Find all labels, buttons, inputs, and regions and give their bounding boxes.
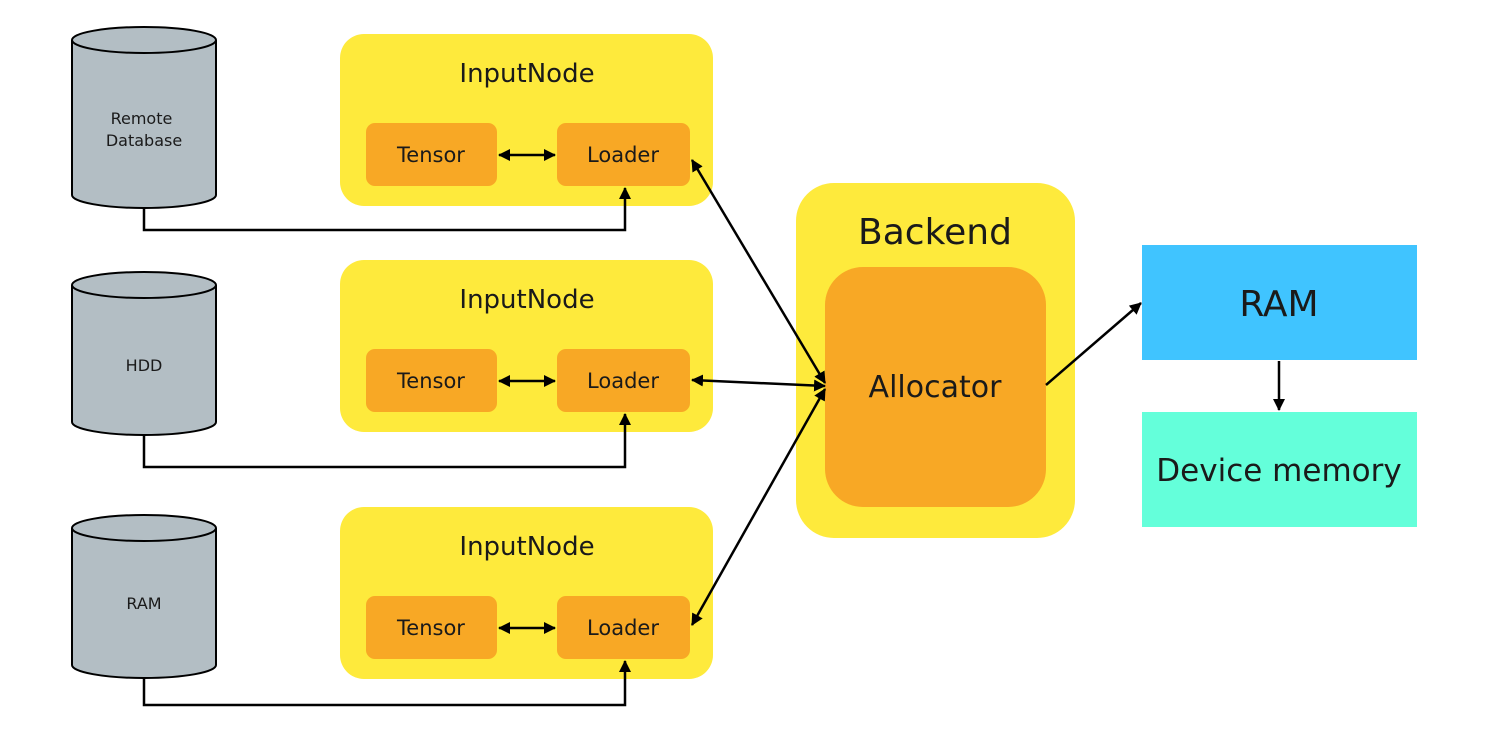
source-cylinder-ram: RAM [71, 514, 217, 679]
connectors [142, 149, 1285, 707]
input-node: InputNode Tensor Loader [340, 260, 713, 432]
svg-text:Remote Database: Remote Database [106, 109, 182, 150]
allocator-box: Allocator [825, 267, 1046, 507]
device-memory-box: Device memory [1142, 412, 1417, 527]
device-memory-label: Device memory [1156, 453, 1401, 489]
source-label-line: Database [106, 131, 182, 150]
loader-box: Loader [557, 123, 690, 186]
source-cylinder-hdd: HDD [71, 271, 217, 436]
loader-label: Loader [587, 143, 659, 167]
ram-box: RAM [1142, 245, 1417, 360]
backend-box: Backend Allocator [796, 183, 1075, 538]
input-node: InputNode Tensor Loader [340, 507, 713, 679]
arrow-allocator-to-ram [1045, 302, 1142, 386]
backend-title: Backend [858, 212, 1012, 253]
arrow-loader-allocator [690, 388, 827, 626]
tensor-box: Tensor [366, 596, 497, 659]
source-label-line: RAM [126, 594, 161, 613]
arrow-source-to-loader [142, 660, 631, 707]
input-node-title: InputNode [459, 285, 594, 315]
loader-label: Loader [587, 616, 659, 640]
tensor-box: Tensor [366, 123, 497, 186]
loader-box: Loader [557, 596, 690, 659]
arrow-loader-allocator [690, 159, 827, 384]
source-label-line: Remote [111, 109, 173, 128]
allocator-label: Allocator [869, 370, 1003, 405]
arrow-source-to-loader [142, 413, 631, 469]
loader-box: Loader [557, 349, 690, 412]
source-label-line: HDD [126, 356, 163, 375]
ram-label: RAM [1239, 284, 1318, 325]
input-node-title: InputNode [459, 532, 594, 562]
tensor-label: Tensor [396, 369, 465, 393]
tensor-label: Tensor [396, 143, 465, 167]
input-node-title: InputNode [459, 59, 594, 89]
arrow-loader-allocator [691, 374, 826, 392]
source-cylinder-remote-database: Remote Database [71, 26, 217, 209]
input-node: InputNode Tensor Loader [340, 34, 713, 206]
arrow-source-to-loader [142, 187, 631, 232]
loader-label: Loader [587, 369, 659, 393]
tensor-label: Tensor [396, 616, 465, 640]
tensor-box: Tensor [366, 349, 497, 412]
